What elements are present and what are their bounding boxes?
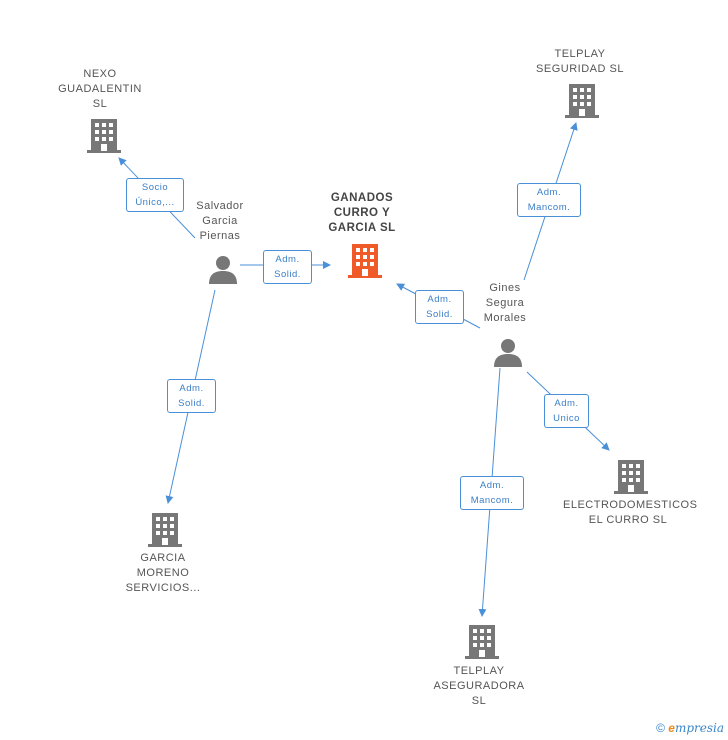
edge-label-gines-electro: Adm. Unico (544, 394, 589, 428)
person-icon (494, 339, 522, 367)
company-name-label: ELECTRODOMESTICOS EL CURRO SL (563, 499, 698, 526)
company-name-label: TELPLAY ASEGURADORA SL (433, 665, 525, 707)
building-icon (348, 244, 382, 278)
edge-label-gines-ganados: Adm. Solid. (415, 290, 464, 324)
building-icon (614, 460, 648, 494)
edge-label-salvador-nexo: Socio Único,... (126, 178, 184, 212)
brand-logo-initial: e (668, 721, 675, 735)
company-name-label: TELPLAY SEGURIDAD SL (536, 48, 624, 75)
footer-credit[interactable]: © empresia (656, 721, 724, 735)
building-icon (87, 119, 121, 153)
brand-name: mpresia (674, 721, 724, 735)
building-icon (148, 513, 182, 547)
company-name-label: GANADOS CURRO Y GARCIA SL (328, 192, 396, 234)
edge-label-gines-telplay-seguridad: Adm. Mancom. (517, 183, 581, 217)
edge-label-salvador-garcia: Adm. Solid. (167, 379, 216, 413)
person-icon (209, 256, 237, 284)
person-name-label: Salvador Garcia Piernas (196, 200, 244, 242)
building-icon (465, 625, 499, 659)
building-icon (565, 84, 599, 118)
edge-label-salvador-ganados: Adm. Solid. (263, 250, 312, 284)
edge-label-gines-telplay-aseguradora: Adm. Mancom. (460, 476, 524, 510)
copyright-symbol: © (656, 721, 665, 735)
person-name-label: Gines Segura Morales (483, 282, 527, 324)
company-name-label: GARCIA MORENO SERVICIOS... (125, 552, 201, 594)
company-name-label: NEXO GUADALENTIN SL (58, 68, 142, 110)
